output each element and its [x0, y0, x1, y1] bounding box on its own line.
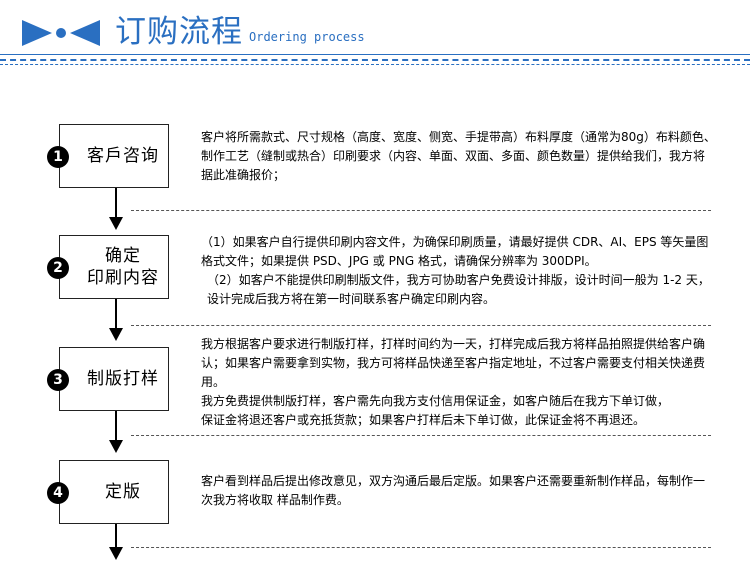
step-divider: [131, 210, 711, 211]
bowtie-arrows-icon: [22, 20, 100, 46]
description-paragraph: 客户看到样品后提出修改意见，双方沟通后最后定版。如果客户还需要重新制作样品，每制…: [201, 474, 706, 507]
step-divider: [131, 435, 711, 436]
page-header: 订购流程 Ordering process: [0, 0, 750, 70]
step-label: 客戶咨询: [87, 146, 159, 166]
flow-connector: [115, 188, 117, 218]
flow-arrow-down-icon: [109, 217, 123, 230]
header-dashed-rule-thin: [0, 64, 750, 65]
step-number-badge: 2: [47, 257, 69, 279]
flow-connector: [115, 524, 117, 548]
step-label: 确定: [105, 246, 141, 266]
step-label: 制版打样: [87, 369, 159, 389]
description-paragraph: 保证金将退还客户或充抵货款；如果客户打样后未下单订做，此保证金将不再退还。: [201, 413, 646, 427]
step-label: 印刷内容: [87, 268, 159, 288]
page-title: 订购流程: [115, 14, 243, 50]
flow-arrow-down-icon: [109, 547, 123, 560]
page-subtitle: Ordering process: [249, 30, 365, 44]
step-number-badge: 3: [47, 369, 69, 391]
step-box-2: 确定 印刷内容: [59, 235, 169, 299]
step-box-4: 定版: [59, 460, 169, 524]
step-number-badge: 4: [47, 482, 69, 504]
flow-connector: [115, 299, 117, 329]
description-paragraph: 客户将所需款式、尺寸规格（高度、宽度、侧宽、手提带高）布料厚度（通常为80g）布…: [201, 130, 716, 182]
flow-connector: [115, 411, 117, 441]
header-dashed-rule: [0, 59, 750, 61]
step-box-3: 制版打样: [59, 347, 169, 411]
step-description: （1）如果客户自行提供印刷内容文件，为确保印刷质量，请最好提供 CDR、AI、E…: [201, 233, 716, 309]
step-number-badge: 1: [47, 146, 69, 168]
header-rule: [0, 54, 750, 55]
step-divider: [131, 547, 711, 548]
step-description: 客户将所需款式、尺寸规格（高度、宽度、侧宽、手提带高）布料厚度（通常为80g）布…: [201, 128, 716, 185]
description-paragraph: （2）如客户不能提供印刷制版文件，我方可协助客户免费设计排版，设计时间一般为 1…: [207, 273, 710, 306]
flow-arrow-down-icon: [109, 440, 123, 453]
description-paragraph: 我方根据客户要求进行制版打样，打样时间约为一天，打样完成后我方将样品拍照提供给客…: [201, 337, 706, 389]
step-divider: [131, 325, 711, 326]
description-paragraph: 我方免费提供制版打样，客户需先向我方支付信用保证金，如客户随后在我方下单订做，: [201, 394, 670, 408]
step-description: 客户看到样品后提出修改意见，双方沟通后最后定版。如果客户还需要重新制作样品，每制…: [201, 472, 716, 510]
step-box-1: 客戶咨询: [59, 124, 169, 188]
flow-arrow-down-icon: [109, 328, 123, 341]
step-description: 我方根据客户要求进行制版打样，打样时间约为一天，打样完成后我方将样品拍照提供给客…: [201, 335, 716, 430]
description-paragraph: （1）如果客户自行提供印刷内容文件，为确保印刷质量，请最好提供 CDR、AI、E…: [201, 235, 709, 268]
step-label: 定版: [105, 482, 141, 502]
